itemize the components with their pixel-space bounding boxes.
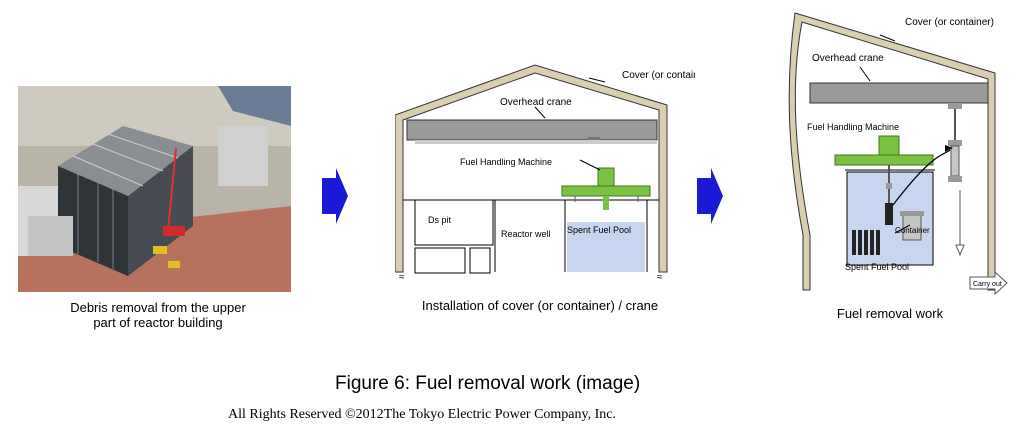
photo-caption-line-1: Debris removal from the upper: [70, 300, 246, 315]
figure-title: Figure 6: Fuel removal work (image): [335, 373, 641, 394]
spent-fuel-pool-label: Spent Fuel Pool: [567, 225, 631, 235]
overhead-crane-label-2: Overhead crane: [812, 53, 884, 64]
cover-label: Cover (or container): [622, 70, 695, 81]
installation-caption: Installation of cover (or container) / c…: [421, 298, 659, 313]
reactor-well-label: Reactor well: [501, 229, 551, 239]
container-label: Container: [895, 226, 930, 235]
overhead-crane-label: Overhead crane: [500, 97, 572, 108]
fuel-handling-machine-label-2: Fuel Handling Machine: [807, 122, 899, 132]
photo-caption: Debris removal from the upper part of re…: [28, 300, 288, 330]
svg-text:≈: ≈: [657, 272, 663, 283]
copyright-notice: All Rights Reserved ©2012The Tokyo Elect…: [228, 407, 616, 422]
reactor-building-photo: [18, 86, 291, 292]
ds-pit-label: Ds pit: [428, 215, 452, 225]
process-arrow-1: [322, 168, 348, 224]
fuel-removal-caption: Fuel removal work: [836, 306, 944, 321]
svg-text:≈: ≈: [399, 272, 405, 283]
cover-label-2: Cover (or container): [905, 17, 994, 28]
spent-fuel-pool-label-2: Spent Fuel Pool: [845, 262, 909, 272]
carry-out-label: Carry out: [973, 281, 1002, 288]
fuel-removal-diagram: Cover (or container) Overhead crane Fuel…: [788, 12, 1008, 296]
fuel-handling-machine-label: Fuel Handling Machine: [460, 157, 552, 167]
process-arrow-2: [697, 168, 723, 224]
cover-installation-diagram: ≈ ≈ Cover (or container) Overhead crane …: [395, 64, 695, 283]
photo-caption-line-2: part of reactor building: [93, 315, 223, 330]
